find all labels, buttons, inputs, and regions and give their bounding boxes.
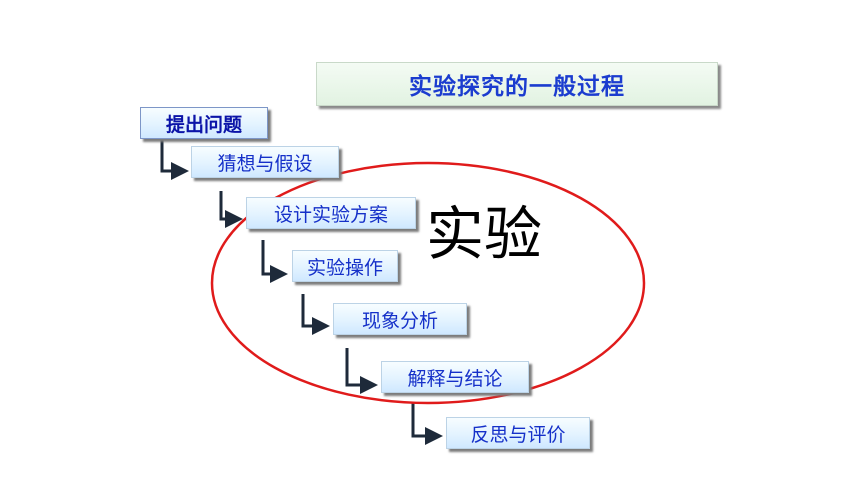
step-box-4: 实验操作: [292, 250, 398, 282]
experiment-highlight-label: 实验: [426, 200, 543, 268]
connector-arrow-4: [301, 294, 330, 335]
step-box-2: 猜想与假设: [191, 146, 339, 178]
connector-arrow-5: [345, 348, 378, 394]
step-box-7: 反思与评价: [446, 417, 590, 449]
step-label-3: 设计实验方案: [273, 203, 388, 226]
step-box-6: 解释与结论: [381, 361, 529, 393]
step-label-2: 猜想与假设: [217, 152, 313, 175]
step-label-1: 提出问题: [165, 113, 242, 136]
connector-arrow-3: [261, 240, 288, 283]
step-label-7: 反思与评价: [470, 423, 566, 446]
step-box-5: 现象分析: [333, 303, 467, 335]
connector-arrow-1: [160, 140, 189, 180]
step-label-6: 解释与结论: [407, 367, 503, 390]
connector-arrow-6: [411, 402, 443, 445]
step-box-1: 提出问题: [140, 107, 268, 139]
connector-arrow-2: [219, 191, 243, 228]
title-box: 实验探究的一般过程: [316, 62, 718, 106]
step-label-5: 现象分析: [361, 309, 438, 332]
step-label-4: 实验操作: [306, 256, 383, 279]
step-box-3: 设计实验方案: [246, 197, 416, 229]
diagram-title: 实验探究的一般过程: [409, 74, 625, 100]
highlight-ellipse: [210, 161, 646, 405]
